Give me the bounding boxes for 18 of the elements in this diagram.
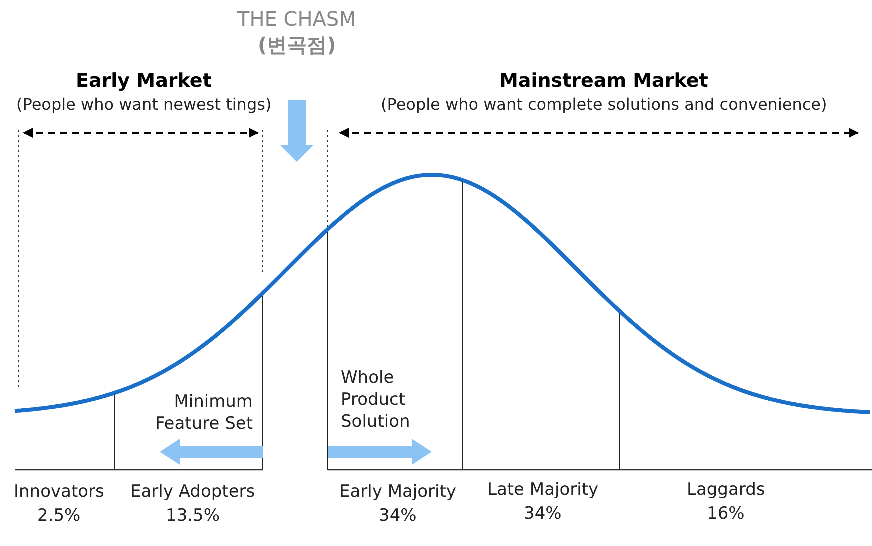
section-subheading: (People who want newest tings) <box>16 94 272 116</box>
chasm-title: THE CHASM <box>238 8 356 30</box>
segment-percentage: 16% <box>707 503 745 525</box>
chasm-subtitle: (변곡점) <box>258 34 336 56</box>
section-subheading: (People who want complete solutions and convenience) <box>381 94 828 116</box>
segment-percentage: 34% <box>379 505 417 527</box>
segment-name: Innovators <box>14 481 104 503</box>
segment-name: Early Adopters <box>130 481 256 503</box>
section-heading: Mainstream Market <box>500 70 708 92</box>
segment-percentage: 2.5% <box>38 505 81 527</box>
annotation-text: Minimum Feature Set <box>154 391 253 435</box>
section-heading: Early Market <box>76 70 212 92</box>
segment-name: Late Majority <box>488 479 599 501</box>
segment-name: Early Majority <box>340 481 456 503</box>
segment-percentage: 34% <box>524 503 562 525</box>
annotation-text: Whole Product Solution <box>341 367 412 433</box>
segment-percentage: 13.5% <box>166 505 220 527</box>
segment-name: Laggards <box>687 479 766 501</box>
